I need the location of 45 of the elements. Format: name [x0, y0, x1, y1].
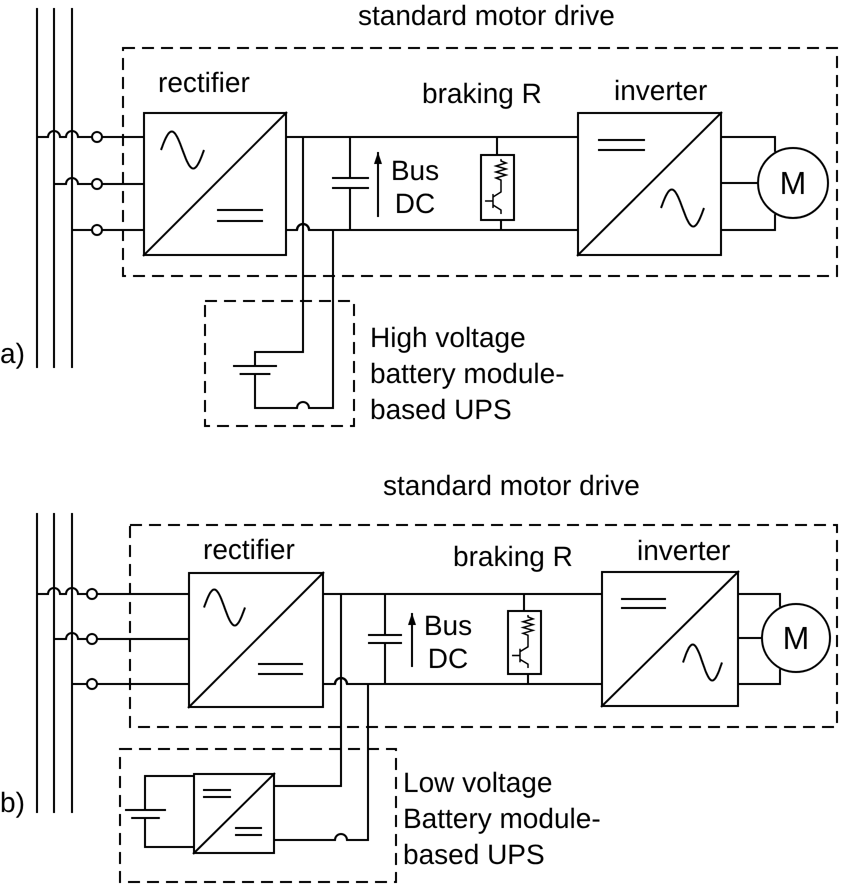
capacitor-symbol — [332, 177, 369, 189]
block-title: braking R — [453, 541, 573, 573]
group-title: standard motor drive — [358, 0, 615, 32]
phase-line — [53, 513, 55, 813]
wire — [55, 632, 188, 640]
wire — [739, 637, 761, 639]
block-title: rectifier — [203, 534, 295, 566]
phase-line — [36, 513, 38, 813]
voltage-label: Bus DC — [390, 154, 440, 220]
wire — [38, 130, 143, 138]
wire — [55, 177, 143, 185]
group-title: Low voltage Battery module-based UPS — [403, 766, 602, 872]
capacitor-symbol — [368, 634, 402, 644]
wire — [739, 593, 781, 607]
wire — [73, 229, 143, 231]
wire — [739, 669, 781, 685]
phase-line — [71, 513, 73, 813]
battery-symbol — [125, 809, 166, 819]
phase-line — [53, 8, 55, 368]
wire — [722, 182, 757, 184]
group-title: High voltage battery module-based UPS — [370, 321, 566, 427]
wire — [144, 775, 193, 809]
group-title: standard motor drive — [383, 470, 640, 502]
wire — [73, 683, 188, 685]
phase-line — [36, 8, 38, 368]
wire — [254, 223, 334, 409]
motor-circle: M — [757, 147, 829, 219]
phase-line — [71, 8, 73, 368]
wire — [722, 136, 776, 152]
wire — [275, 677, 369, 841]
wire — [275, 593, 342, 787]
wire — [144, 819, 193, 848]
wire — [38, 587, 188, 595]
block-title: rectifier — [158, 67, 250, 99]
panel-label: b) — [0, 787, 25, 819]
converter-block — [193, 773, 275, 854]
motor-circle: M — [761, 603, 831, 673]
wire — [254, 136, 304, 365]
block-title: inverter — [637, 535, 730, 567]
panel-label: a) — [0, 338, 25, 370]
wire — [722, 214, 776, 231]
block-title: inverter — [614, 75, 708, 107]
block-title: braking R — [422, 78, 542, 110]
battery-symbol — [233, 365, 277, 375]
voltage-label: Bus DC — [422, 609, 474, 675]
